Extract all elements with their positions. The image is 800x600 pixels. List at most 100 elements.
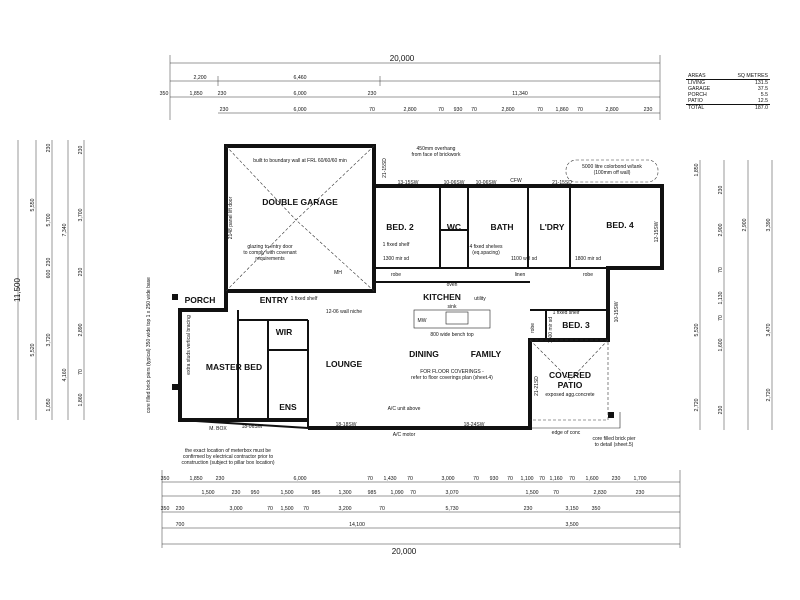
dim-b2-12: 2,830 bbox=[594, 490, 607, 496]
area-name: GARAGE bbox=[688, 86, 711, 92]
window-side-0: 21-15SD bbox=[382, 158, 388, 178]
dim-b4-0: 700 bbox=[176, 522, 185, 528]
note-ldry-sd: 1100 wyl sd bbox=[511, 256, 537, 262]
area-name: PATIO bbox=[688, 98, 703, 104]
window-top-3: CFW bbox=[510, 178, 522, 184]
note-ac-unit: A/C unit above bbox=[388, 406, 421, 412]
dim-b3-10: 3,150 bbox=[566, 506, 579, 512]
areas-row: PORCH 5.5 bbox=[686, 92, 770, 98]
dim-b1-0: 350 bbox=[161, 476, 170, 482]
dim-r1-0: 1,850 bbox=[694, 163, 700, 176]
window-bottom-0: 18-06SW bbox=[242, 424, 263, 430]
window-bottom-2: 18-24SW bbox=[464, 422, 485, 428]
dim-b3-7: 70 bbox=[379, 506, 385, 512]
dim-r2-0: 230 bbox=[718, 186, 724, 195]
note-robe-bed3: robe bbox=[530, 323, 536, 333]
note-panel-lift-door: 2148 panel lift door bbox=[228, 196, 234, 239]
note-bed3-shelf: 1 fixed shelf bbox=[553, 310, 580, 316]
dim-b2-13: 230 bbox=[636, 490, 645, 496]
note-bed2-shelf: 1 fixed shelf bbox=[383, 242, 410, 248]
room-bed2: BED. 2 bbox=[386, 222, 414, 232]
room-porch: PORCH bbox=[185, 295, 216, 305]
note-sink: sink bbox=[448, 304, 457, 310]
dim-b1-8: 70 bbox=[473, 476, 479, 482]
right-dimensions: 1,850 5,520 2,720 230 2,900 70 1,130 70 … bbox=[694, 160, 773, 430]
window-bottom-1: 18-18SW bbox=[336, 422, 357, 428]
dim-r2-2: 70 bbox=[718, 267, 724, 273]
dim-t3-10: 70 bbox=[577, 107, 583, 113]
dim-t2-4: 230 bbox=[368, 91, 377, 97]
areas-total-row: TOTAL 187.0 bbox=[686, 104, 770, 111]
dim-l2-5: 1,050 bbox=[46, 398, 52, 411]
dim-b4-2: 3,500 bbox=[566, 522, 579, 528]
window-top-1: 10-06SW bbox=[444, 180, 465, 186]
dim-b2-7: 1,090 bbox=[391, 490, 404, 496]
dim-b1-11: 1,100 bbox=[521, 476, 534, 482]
dim-t3-0: 230 bbox=[220, 107, 229, 113]
top-dimensions: 20,000 2,200 6,460 350 1,850 230 6,000 2… bbox=[160, 54, 661, 120]
dim-b1-14: 70 bbox=[569, 476, 575, 482]
note-meterbox-line2: confirmed by electrical contractor prior… bbox=[183, 454, 274, 460]
dim-t2-1: 1,850 bbox=[190, 91, 203, 97]
room-wir: WIR bbox=[276, 327, 293, 337]
note-entry-shelf: 1 fixed shelf bbox=[291, 296, 318, 302]
dim-b1-3: 6,000 bbox=[294, 476, 307, 482]
room-double-garage: DOUBLE GARAGE bbox=[262, 197, 338, 207]
dim-l2-4: 3,720 bbox=[46, 333, 52, 346]
dim-b2-10: 1,500 bbox=[526, 490, 539, 496]
dim-b3-1: 230 bbox=[176, 506, 185, 512]
note-patio-concrete: exposed agg.concrete bbox=[545, 392, 594, 398]
dim-t3-6: 70 bbox=[471, 107, 477, 113]
window-side-1: 12-15SW bbox=[654, 221, 660, 242]
areas-row: GARAGE 37.5 bbox=[686, 86, 770, 92]
dim-r1-1: 5,520 bbox=[694, 323, 700, 336]
dim-l3-1: 4,160 bbox=[62, 368, 68, 381]
top-overall-dim: 20,000 bbox=[390, 54, 415, 63]
dim-b3-0: 350 bbox=[161, 506, 170, 512]
room-kitchen: KITCHEN bbox=[423, 292, 461, 302]
note-ac-motor: A/C motor bbox=[393, 432, 416, 438]
dim-b1-7: 3,000 bbox=[442, 476, 455, 482]
room-covered-patio-line1: COVERED bbox=[549, 370, 591, 380]
left-dimensions: 11,500 5,550 5,520 230 5,700 230 600 3,7… bbox=[13, 140, 85, 420]
dim-t3-2: 70 bbox=[369, 107, 375, 113]
note-meter-box: M. BOX bbox=[209, 426, 227, 432]
area-total-value: 187.0 bbox=[722, 104, 770, 111]
room-master-bed: MASTER BED bbox=[206, 362, 262, 372]
dim-b1-4: 70 bbox=[367, 476, 373, 482]
window-side-3: 21-21SD bbox=[534, 376, 540, 396]
note-floor-line1: FOR FLOOR COVERINGS - bbox=[420, 369, 484, 375]
note-pier-line1: core filled brick pier bbox=[592, 436, 635, 442]
note-bench-top: 800 wide bench top bbox=[430, 332, 474, 338]
dim-l4-5: 1,860 bbox=[78, 393, 84, 406]
note-robe-bed4: robe bbox=[583, 272, 593, 278]
dim-l4-2: 230 bbox=[78, 268, 84, 277]
note-overhang-line2: from face of brickwork bbox=[412, 152, 461, 158]
dim-b1-9: 930 bbox=[490, 476, 499, 482]
dim-t3-3: 2,800 bbox=[404, 107, 417, 113]
dim-l3-0: 7,340 bbox=[62, 223, 68, 236]
dim-b3-6: 3,200 bbox=[339, 506, 352, 512]
note-oven: oven bbox=[447, 282, 458, 288]
dim-l4-4: 70 bbox=[78, 369, 84, 375]
room-family: FAMILY bbox=[471, 349, 502, 359]
area-name: LIVING bbox=[688, 80, 706, 86]
area-name: PORCH bbox=[688, 92, 707, 98]
areas-row: LIVING 131.5 bbox=[686, 80, 770, 87]
areas-header-value: SQ METRES bbox=[722, 73, 770, 80]
dim-l1-0: 5,550 bbox=[30, 198, 36, 211]
dim-r2-5: 1,600 bbox=[718, 338, 724, 351]
dim-t3-1: 6,000 bbox=[294, 107, 307, 113]
dim-t3-12: 230 bbox=[644, 107, 653, 113]
building-walls bbox=[172, 144, 664, 430]
dim-r3-3: 2,720 bbox=[766, 388, 772, 401]
dim-t3-7: 2,800 bbox=[502, 107, 515, 113]
note-glazing-line2: to comply with covenant bbox=[243, 250, 297, 256]
areas-header-name: AREAS bbox=[686, 73, 723, 80]
dim-t2-0: 350 bbox=[160, 91, 169, 97]
note-glazing-line3: requirements bbox=[255, 256, 285, 262]
dim-b2-0: 1,500 bbox=[202, 490, 215, 496]
note-meterbox-line3: construction (subject to pillar box loca… bbox=[181, 460, 274, 466]
dim-b2-4: 985 bbox=[312, 490, 321, 496]
note-bed2-robe: 1300 mir sd bbox=[383, 256, 409, 262]
